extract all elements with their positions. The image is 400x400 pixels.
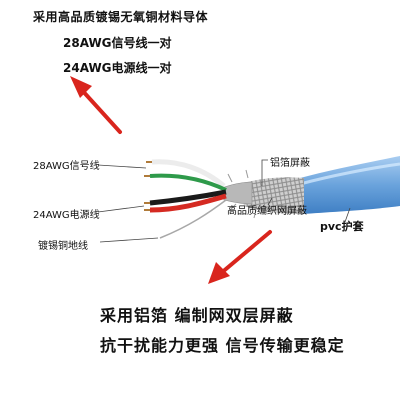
spec-signal-line: 28AWG信号线一对 <box>63 36 172 50</box>
label-foil-shield: 铝箔屏蔽 <box>270 158 310 169</box>
arrow-up-left <box>70 76 122 134</box>
pvc-jacket <box>299 156 400 214</box>
braid-shield <box>227 169 304 219</box>
leader-lines <box>97 159 351 243</box>
signal-wire-green <box>144 173 227 192</box>
signal-wire-white <box>146 159 226 188</box>
slogan-line-1: 采用铝箔 编制网双层屏蔽 <box>100 306 294 325</box>
label-ground-wire: 镀锡铜地线 <box>38 241 88 252</box>
label-signal-wire: 28AWG信号线 <box>33 161 100 172</box>
ground-wire <box>159 199 227 239</box>
label-power-wire: 24AWG电源线 <box>33 210 100 221</box>
power-wire-red <box>144 193 227 213</box>
header-title: 采用高品质镀锡无氧铜材料导体 <box>33 10 209 24</box>
spec-power-line: 24AWG电源线一对 <box>63 61 172 75</box>
foil-shield <box>221 181 253 205</box>
arrow-down-left <box>208 230 272 284</box>
power-wire-black <box>144 189 227 206</box>
label-pvc-jacket: pvc护套 <box>320 220 364 233</box>
label-braid-shield: 高品质编织网屏蔽 <box>227 206 307 217</box>
slogan-line-2: 抗干扰能力更强 信号传输更稳定 <box>100 336 345 355</box>
